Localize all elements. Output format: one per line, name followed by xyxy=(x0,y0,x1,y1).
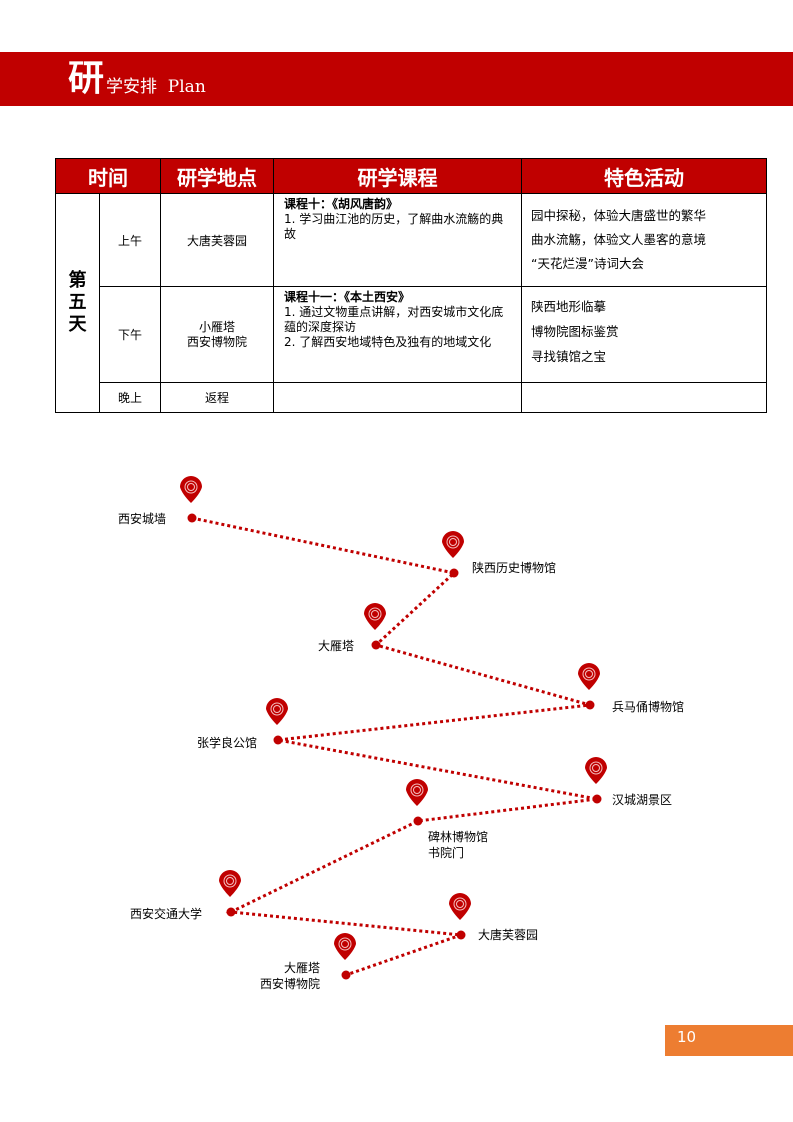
route-line xyxy=(191,516,598,977)
banner-title: 学安排 Plan xyxy=(106,77,206,97)
place-cell: 大唐芙蓉园 xyxy=(160,193,274,287)
map-pin-icon xyxy=(442,531,464,558)
route-stop-label: 大雁塔 xyxy=(318,638,354,654)
route-stop-label: 张学良公馆 xyxy=(197,735,257,751)
stop-name: 碑林博物馆 xyxy=(428,830,489,844)
stop-name-secondary: 书院门 xyxy=(428,846,465,860)
stop-name: 大雁塔 xyxy=(284,961,321,975)
page-number: 10 xyxy=(665,1025,793,1056)
stop-name-secondary: 西安博物院 xyxy=(260,977,321,991)
place-cell: 小雁塔 西安博物院 xyxy=(160,286,274,383)
map-pin-icon xyxy=(578,663,600,690)
stop-name: 西安交通大学 xyxy=(130,907,203,921)
route-stop-label: 大雁塔西安博物院 xyxy=(260,960,320,992)
header-time: 时间 xyxy=(55,158,161,194)
course-title: 课程十：《胡风唐韵》 xyxy=(284,197,399,211)
route-stop-dot xyxy=(456,930,466,940)
map-pin-icon xyxy=(180,476,202,503)
route-stop-label: 陕西历史博物馆 xyxy=(472,560,556,576)
route-stop-dot xyxy=(341,970,351,980)
map-pin-icon xyxy=(364,603,386,630)
route-stop-dot xyxy=(413,816,423,826)
route-stop-label: 汉城湖景区 xyxy=(612,792,672,808)
route-stop-label: 碑林博物馆书院门 xyxy=(428,829,488,861)
activity-item: 寻找镇馆之宝 xyxy=(531,349,607,364)
course-line: 2. 了解西安地域特色及独有的地域文化 xyxy=(284,335,492,349)
route-stop-label: 西安交通大学 xyxy=(130,906,202,922)
route-stop-label: 兵马俑博物馆 xyxy=(612,699,684,715)
route-stop-label: 西安城墙 xyxy=(118,511,166,527)
map-pin-icon xyxy=(585,757,607,784)
time-cell: 下午 xyxy=(99,286,161,383)
route-stop-dot xyxy=(273,735,283,745)
activity-item: 博物院图标鉴赏 xyxy=(531,324,619,339)
header-place: 研学地点 xyxy=(160,158,274,194)
table-row: 第五天 上午 大唐芙蓉园 课程十：《胡风唐韵》1. 学习曲江池的历史，了解曲水流… xyxy=(55,193,767,413)
map-pin-icon xyxy=(219,870,241,897)
course-cell xyxy=(273,382,522,413)
stop-name: 大雁塔 xyxy=(318,639,355,653)
course-line: 1. 学习曲江池的历史，了解曲水流觞的典故 xyxy=(284,212,504,241)
route-stop-dot xyxy=(449,568,459,578)
header-activity: 特色活动 xyxy=(521,158,767,194)
day-label: 第五天 xyxy=(68,270,87,335)
course-line: 1. 通过文物重点讲解，对西安城市文化底蕴的深度探访 xyxy=(284,305,504,334)
map-pin-icon xyxy=(449,893,471,920)
course-title: 课程十一：《本土西安》 xyxy=(284,290,411,304)
activity-item: 园中探秘，体验大唐盛世的繁华 xyxy=(531,208,707,223)
activity-cell xyxy=(521,382,767,413)
route-stop-dot xyxy=(592,794,602,804)
stop-name: 汉城湖景区 xyxy=(612,793,673,807)
activity-item: “天花烂漫”诗词大会 xyxy=(531,256,644,271)
schedule-table: 时间 研学地点 研学课程 特色活动 第五天 上午 大唐芙蓉园 课程十：《胡风唐韵… xyxy=(55,158,767,413)
route-stop-dot xyxy=(187,513,197,523)
day-cell: 第五天 xyxy=(55,193,100,413)
activity-item: 陕西地形临摹 xyxy=(531,299,607,314)
map-pin-icon xyxy=(266,698,288,725)
course-cell: 课程十：《胡风唐韵》1. 学习曲江池的历史，了解曲水流觞的典故 xyxy=(273,193,522,287)
stop-name: 兵马俑博物馆 xyxy=(612,700,685,714)
table-row: 下午 小雁塔 西安博物院 课程十一：《本土西安》1. 通过文物重点讲解，对西安城… xyxy=(56,286,767,383)
banner-title-initial: 研 xyxy=(68,57,105,99)
time-cell: 晚上 xyxy=(99,382,161,413)
table-header-row: 时间 研学地点 研学课程 特色活动 xyxy=(55,158,767,194)
map-pin-icon xyxy=(334,932,356,960)
section-banner: 研 学安排 Plan xyxy=(0,52,793,106)
activity-cell: 陕西地形临摹博物院图标鉴赏寻找镇馆之宝 xyxy=(521,286,767,383)
stop-name: 西安城墙 xyxy=(118,512,167,526)
map-pin-icon xyxy=(406,779,428,806)
route-stop-dot xyxy=(585,700,595,710)
stop-name: 张学良公馆 xyxy=(197,736,258,750)
place-cell: 返程 xyxy=(160,382,274,413)
activity-item: 曲水流觞，体验文人墨客的意境 xyxy=(531,232,707,247)
header-course: 研学课程 xyxy=(273,158,522,194)
route-stop-label: 大唐芙蓉园 xyxy=(478,927,538,943)
route-stop-dot xyxy=(226,907,236,917)
stop-name: 大唐芙蓉园 xyxy=(478,928,539,942)
route-stop-dot xyxy=(371,640,381,650)
activity-cell: 园中探秘，体验大唐盛世的繁华曲水流觞，体验文人墨客的意境 “天花烂漫”诗词大会 xyxy=(521,193,767,287)
stop-name: 陕西历史博物馆 xyxy=(472,561,557,575)
table-row: 晚上 返程 xyxy=(56,382,767,413)
